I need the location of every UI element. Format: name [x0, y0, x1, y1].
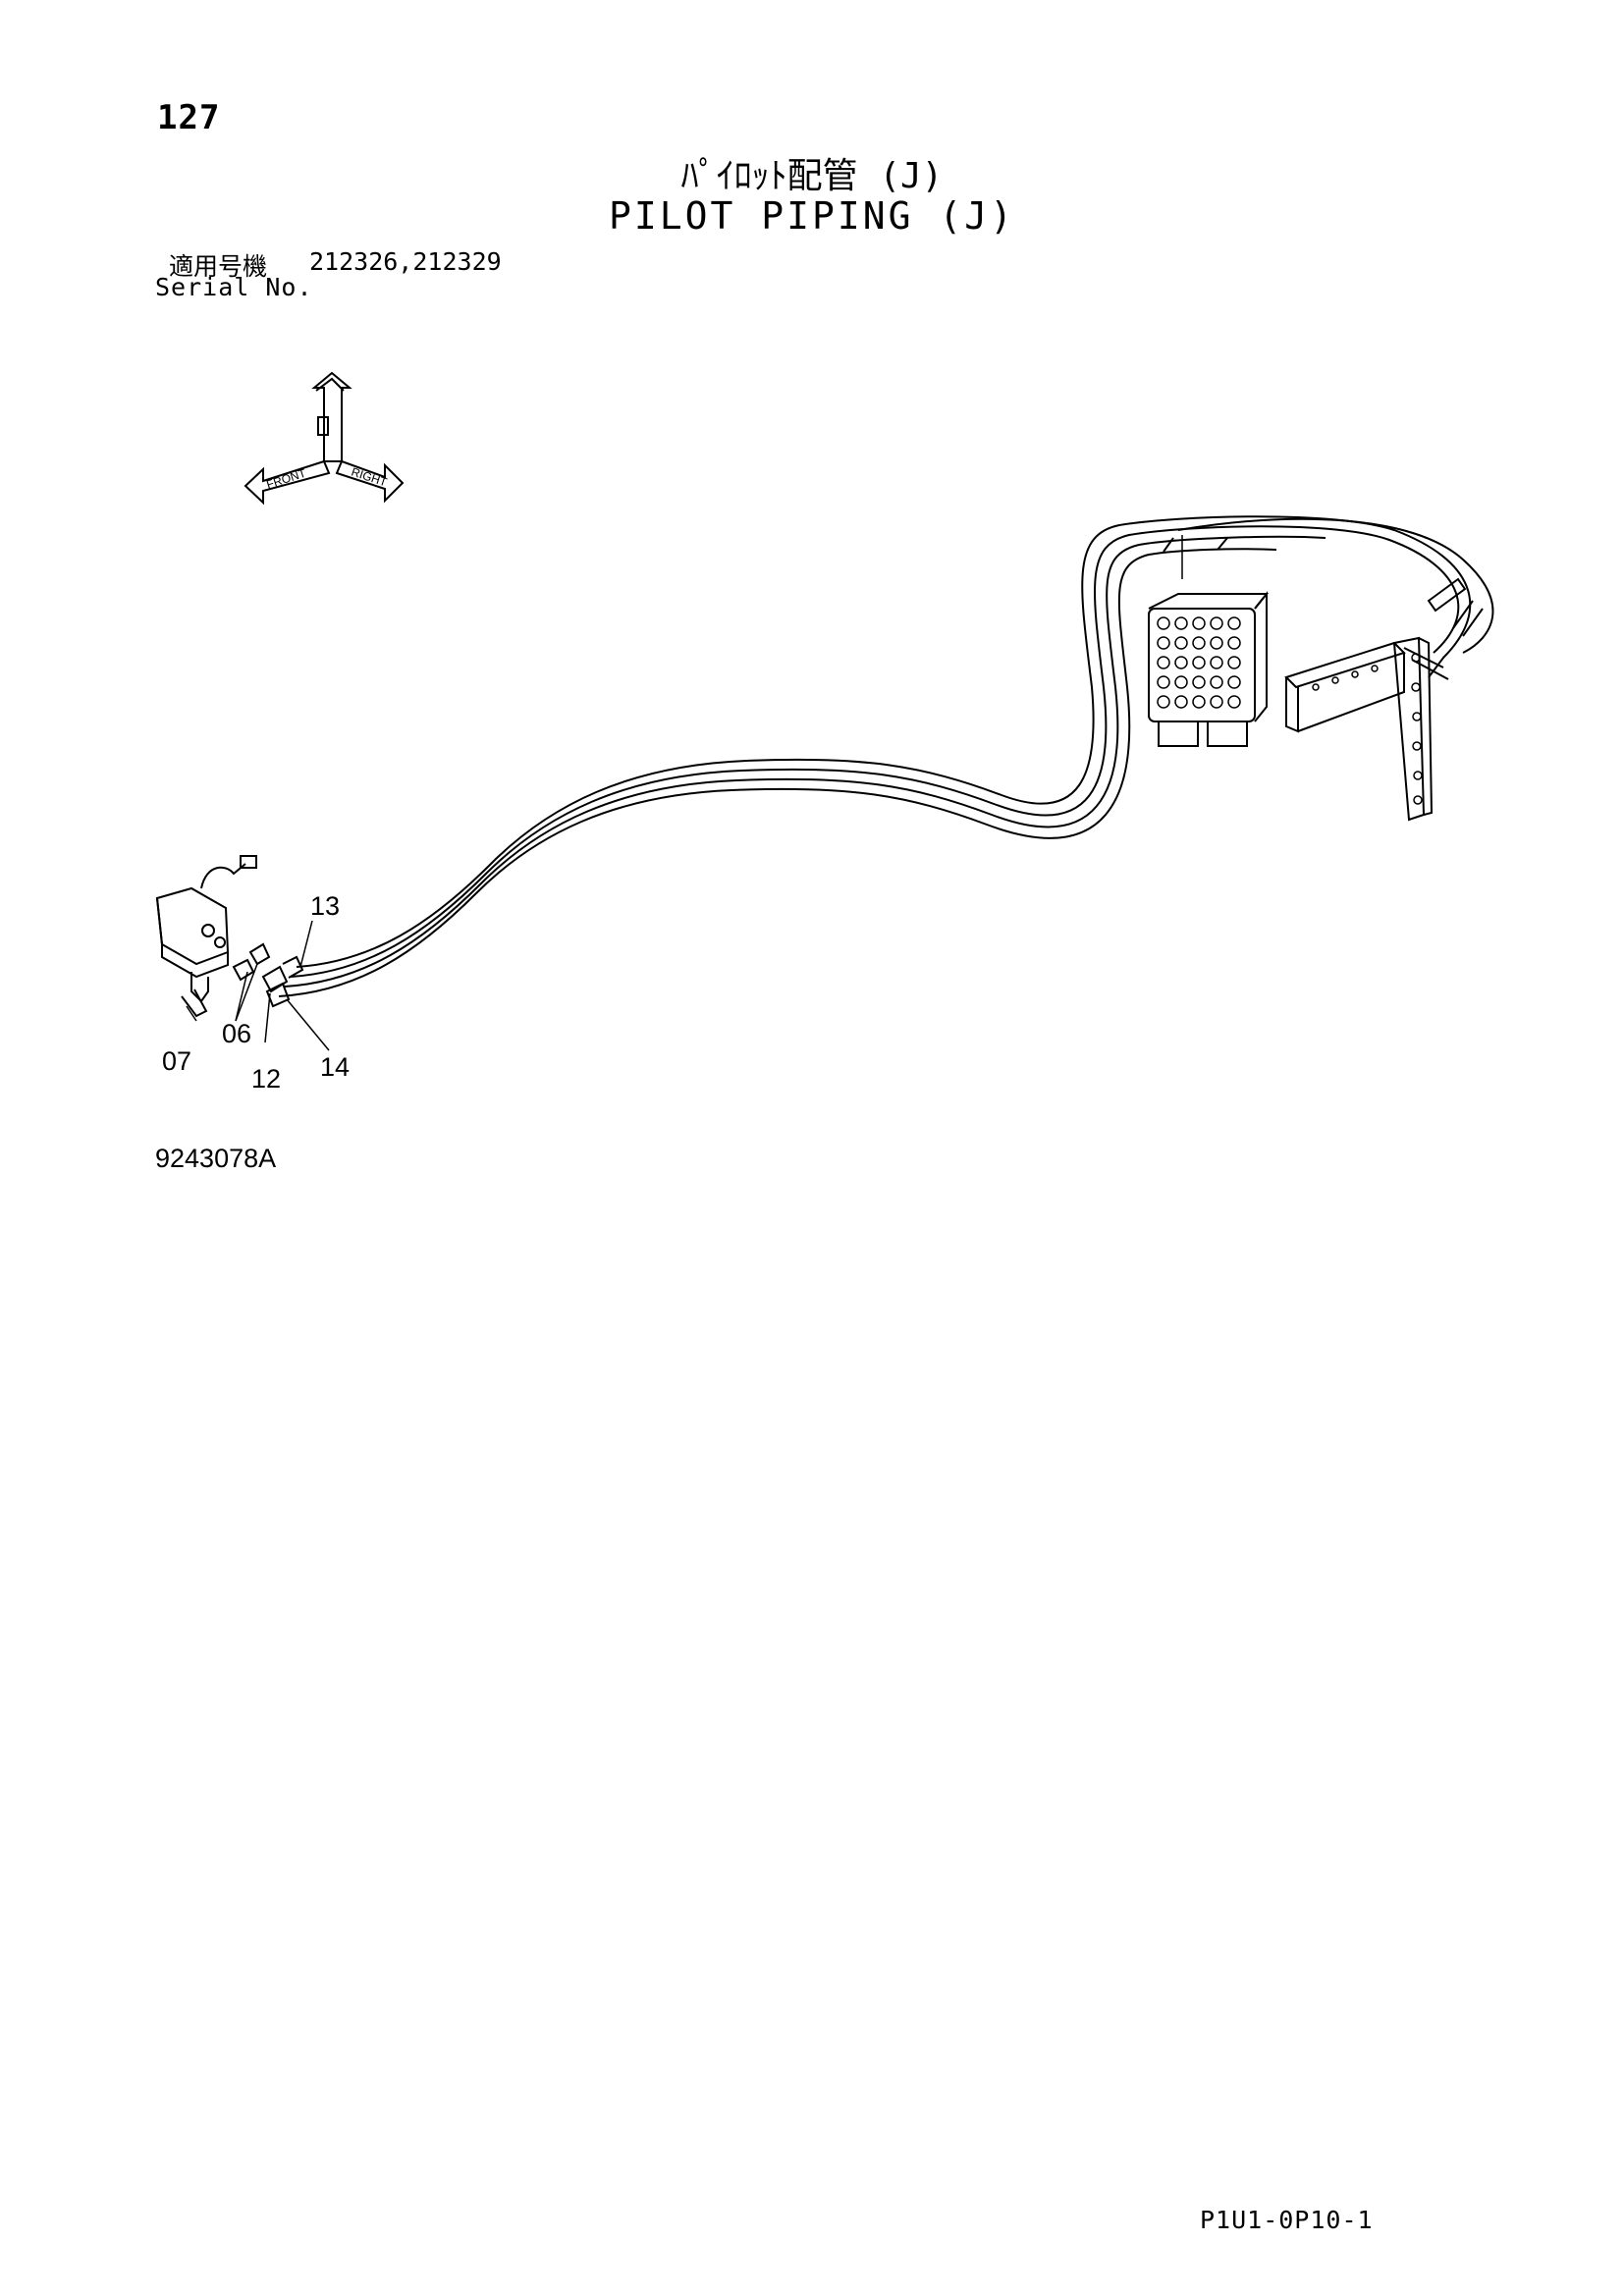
- pilot-hoses: [278, 515, 1494, 997]
- serial-label-jp: 適用号機: [169, 252, 268, 281]
- serial-numbers: 212326,212329: [309, 247, 502, 276]
- figure-id: 9243078A: [155, 1144, 277, 1173]
- callout-13: 13: [310, 891, 340, 921]
- arrow-label-right: RIGHT: [350, 465, 389, 490]
- callout-14: 14: [320, 1052, 350, 1082]
- callout-07: 07: [162, 1046, 191, 1076]
- page-code: P1U1-0P10-1: [1200, 2206, 1374, 2234]
- pressure-switch-block: [155, 855, 304, 1018]
- callout-06: 06: [222, 1019, 251, 1048]
- serial-label-en: Serial No.: [155, 273, 313, 301]
- arrow-label-front: FRONT: [265, 466, 308, 492]
- page-number: 127: [157, 98, 221, 137]
- orientation-arrow-icon: FRONT RIGHT: [244, 371, 405, 506]
- mounting-bracket: [1284, 577, 1484, 822]
- callout-12: 12: [251, 1064, 281, 1094]
- leader-lines: [186, 535, 1183, 1051]
- page-title-jp: ﾊﾟｲﾛｯﾄ配管 (J): [680, 156, 944, 196]
- valve-block: [1148, 591, 1270, 747]
- page-title-en: PILOT PIPING (J): [608, 194, 1016, 238]
